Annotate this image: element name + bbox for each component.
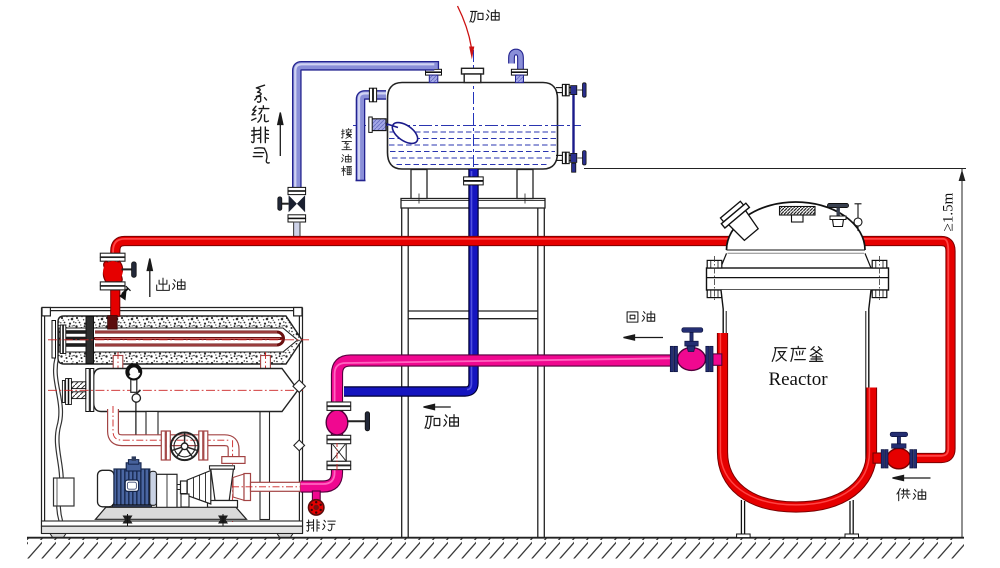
svg-text:≥1.5m: ≥1.5m — [941, 192, 957, 231]
svg-text:Reactor: Reactor — [768, 369, 828, 390]
